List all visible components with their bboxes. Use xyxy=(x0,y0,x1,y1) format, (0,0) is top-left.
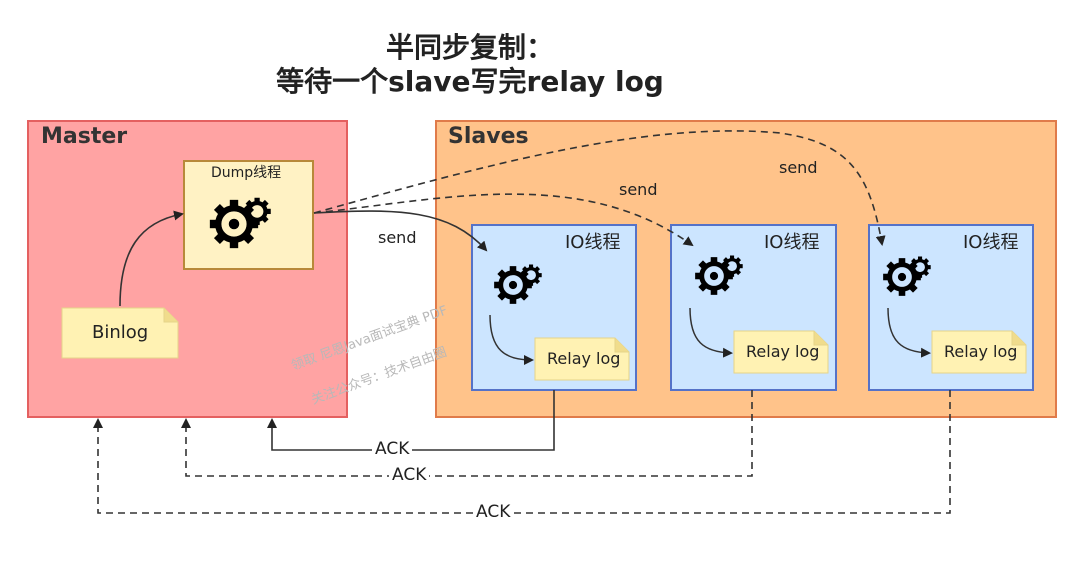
send-arrow-1 xyxy=(313,210,488,252)
send-arrow-3 xyxy=(313,130,886,246)
binlog-note xyxy=(61,307,179,359)
send-label-2: send xyxy=(619,180,658,199)
dump-thread-label: Dump线程 xyxy=(211,165,282,181)
ack-line-1 xyxy=(267,390,555,451)
ack-line-2 xyxy=(181,390,753,477)
diagram-title-line2: 等待一个slave写完relay log xyxy=(276,65,664,98)
io-to-relay-arrow-3 xyxy=(887,307,931,358)
binlog-label: Binlog xyxy=(92,322,149,343)
relay-note-2 xyxy=(733,330,829,374)
io-thread-label-1: IO线程 xyxy=(565,232,621,253)
master-label: Master xyxy=(41,124,128,149)
send-arrow-2 xyxy=(313,193,694,247)
ack-label-2: ACK xyxy=(389,465,430,485)
send-label-3: send xyxy=(779,158,818,177)
io-thread-label-2: IO线程 xyxy=(764,232,820,253)
binlog-to-dump-arrow xyxy=(119,210,184,307)
send-label-1: send xyxy=(378,228,417,247)
io-to-relay-arrow-1 xyxy=(489,314,534,365)
ack-label-3: ACK xyxy=(473,502,514,522)
ack-label-1: ACK xyxy=(372,439,413,459)
relay-note-3 xyxy=(931,330,1027,374)
relay-log-label-3: Relay log xyxy=(944,342,1018,361)
io-to-relay-arrow-2 xyxy=(689,307,733,358)
relay-log-label-2: Relay log xyxy=(746,342,820,361)
relay-note-1 xyxy=(534,337,630,381)
diagram-title-line1: 半同步复制： xyxy=(385,31,554,64)
ack-line-3 xyxy=(93,390,951,514)
io-thread-label-3: IO线程 xyxy=(963,232,1019,253)
slaves-label: Slaves xyxy=(448,124,529,149)
relay-log-label-1: Relay log xyxy=(547,349,621,368)
